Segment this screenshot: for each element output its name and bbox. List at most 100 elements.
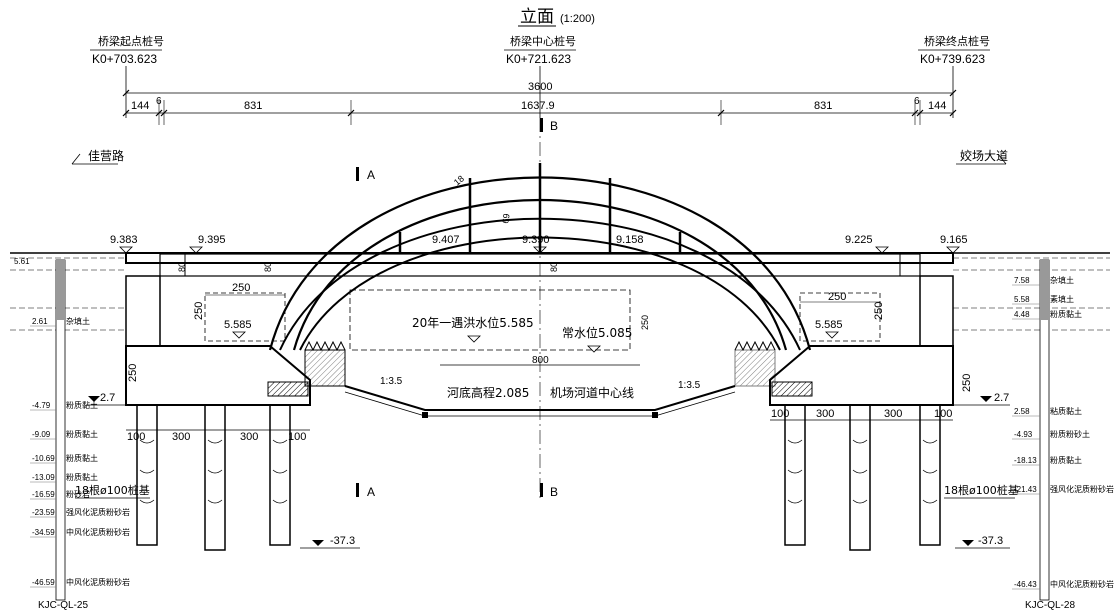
borehole-right-layer-elev: 5.58: [1014, 295, 1030, 304]
section-mark-a-top: A: [367, 168, 375, 182]
station-end-label: 桥梁终点桩号: [924, 34, 990, 48]
elev-373-right: -37.3: [978, 535, 1003, 547]
elev-9390: 9.390: [522, 234, 550, 246]
dim-total: 3600: [528, 81, 552, 93]
dim-6-left: 6: [156, 96, 162, 107]
dim-250-right-cap: 250: [961, 374, 973, 392]
slope-left: 1:3.5: [380, 376, 403, 387]
station-center-label: 桥梁中心桩号: [510, 34, 576, 48]
borehole-left-layer-elev: -4.79: [32, 401, 51, 410]
borehole-right-layer-name: 强风化泥质粉砂岩: [1050, 484, 1114, 494]
borehole-right-layer-name: 中风化泥质粉砂岩: [1050, 579, 1114, 589]
normal-level-label: 常水位5.085: [562, 325, 632, 340]
section-mark-b-bottom: B: [550, 485, 558, 499]
road-right: 姣场大道: [960, 148, 1008, 163]
borehole-left-layer-name: 杂填土: [66, 316, 90, 326]
borehole-left-layer-name: 粉质黏土: [66, 400, 98, 410]
elev-9407: 9.407: [432, 234, 460, 246]
station-end: 桥梁终点桩号 K0+739.623: [918, 34, 990, 66]
abutment-left: 250 5.585 250 250: [125, 275, 346, 406]
deck-elevations: 9.383 9.395 9.407 9.390 9.158 9.225 9.16…: [110, 234, 968, 254]
borehole-left-layer-name: 粉质黏土: [66, 453, 98, 463]
station-center: 桥梁中心桩号 K0+721.623: [504, 34, 576, 66]
borehole-right-layer-name: 杂填土: [1050, 275, 1074, 285]
borehole-right-layer-elev: -4.93: [1014, 430, 1033, 439]
borehole-left-layer-elev: -34.59: [32, 528, 55, 537]
borehole-right-layer-elev: -18.13: [1014, 456, 1037, 465]
borehole-left-layer-name: 粉质黏土: [66, 429, 98, 439]
drawing-scale: (1:200): [560, 13, 595, 25]
borehole-left-layer-name: 强风化泥质粉砂岩: [66, 507, 130, 517]
station-start: 桥梁起点桩号 K0+703.623: [90, 34, 164, 66]
flood-level-label: 20年一遇洪水位5.585: [412, 315, 534, 330]
borehole-left-layer-elev: 2.61: [32, 317, 48, 326]
borehole-right-layer-elev: -46.43: [1014, 580, 1037, 589]
dim-300-right-a: 300: [816, 408, 834, 420]
elev-9165: 9.165: [940, 234, 968, 246]
borehole-left-layer-elev: -13.09: [32, 473, 55, 482]
section-mark-b-top: B: [550, 119, 558, 133]
dim-1637-9: 1637.9: [521, 100, 555, 112]
dim-250-left-h: 250: [232, 282, 250, 294]
dim-300-right-b: 300: [884, 408, 902, 420]
borehole-right-layer-elev: 7.58: [1014, 276, 1030, 285]
elev-27-left: 2.7: [100, 392, 115, 404]
dimension-top: 3600 144 6 831 1637.9 831 6 144: [122, 81, 957, 125]
slope-right: 1:3.5: [678, 380, 701, 391]
svg-text:80: 80: [549, 262, 559, 272]
borehole-left-layer-elev: -46.59: [32, 578, 55, 587]
borehole-left-layer-elev: -9.09: [32, 430, 51, 439]
drawing-title: 立面: [520, 7, 554, 27]
piles-left: 100 300 300 100 18根ø100桩基 -37.3: [75, 404, 360, 551]
borehole-left-top: 5.61: [14, 257, 30, 266]
dim-6-right: 6: [914, 96, 920, 107]
dim-100-right-a: 100: [771, 408, 789, 420]
dim-800: 800: [532, 355, 549, 366]
svg-text:80: 80: [263, 262, 273, 272]
borehole-left-layer-name: 中风化泥质粉砂岩: [66, 527, 130, 537]
station-start-value: K0+703.623: [92, 52, 157, 66]
water-levels: 20年一遇洪水位5.585 常水位5.085 250 800: [349, 289, 650, 366]
borehole-left-layer-name: 粉质黏土: [66, 472, 98, 482]
borehole-left: 5.61 2.61 杂填土 -4.79 粉质黏土 -9.09 粉质黏土 -10.69 粉质黏土…: [14, 257, 130, 611]
dim-100-left-b: 100: [288, 431, 306, 443]
svg-text:18: 18: [452, 173, 466, 187]
borehole-left-id: KJC-QL-25: [38, 600, 88, 611]
elev-27-right: 2.7: [994, 392, 1009, 404]
borehole-right-layer-name: 粉质黏土: [1050, 455, 1082, 465]
station-start-label: 桥梁起点桩号: [98, 34, 164, 48]
river-bed: 1:3.5 1:3.5 河底高程2.085 机场河道中心线: [344, 376, 736, 418]
elev-5585-left: 5.585: [224, 319, 252, 331]
station-end-value: K0+739.623: [920, 52, 985, 66]
borehole-right-layer-name: 素填土: [1050, 294, 1074, 304]
elev-9225: 9.225: [845, 234, 873, 246]
borehole-left-layer-name: 中风化泥质粉砂岩: [66, 577, 130, 587]
elev-5585-right: 5.585: [815, 319, 843, 331]
borehole-right-id: KJC-QL-28: [1025, 600, 1075, 611]
station-center-value: K0+721.623: [506, 52, 571, 66]
borehole-right-layer-elev: 2.58: [1014, 407, 1030, 416]
dim-831-left: 831: [244, 100, 262, 112]
dim-831-right: 831: [814, 100, 832, 112]
dim-250-right-h: 250: [828, 291, 846, 303]
pile-label-left: 18根ø100桩基: [75, 483, 150, 497]
dim-250-left-cap: 250: [127, 364, 139, 382]
elev-9395: 9.395: [198, 234, 226, 246]
borehole-left-layer-elev: -16.59: [32, 490, 55, 499]
borehole-right-layer-name: 粉质粉砂土: [1050, 429, 1090, 439]
dim-250-right-v: 250: [873, 302, 885, 320]
section-mark-a-bottom: A: [367, 485, 375, 499]
borehole-left-layer-elev: -10.69: [32, 454, 55, 463]
dim-100-left-a: 100: [127, 431, 145, 443]
dim-100-right-b: 100: [934, 408, 952, 420]
elev-373-left: -37.3: [330, 535, 355, 547]
borehole-left-layer-name: 粉砂岩: [66, 489, 90, 499]
borehole-left-layer-elev: -23.59: [32, 508, 55, 517]
borehole-right-layer-elev: -21.43: [1014, 485, 1037, 494]
dim-250-left-v: 250: [193, 302, 205, 320]
dim-144-right: 144: [928, 100, 946, 112]
piles-right: 100 300 300 100 18根ø100桩基 -37.3: [770, 404, 1019, 551]
